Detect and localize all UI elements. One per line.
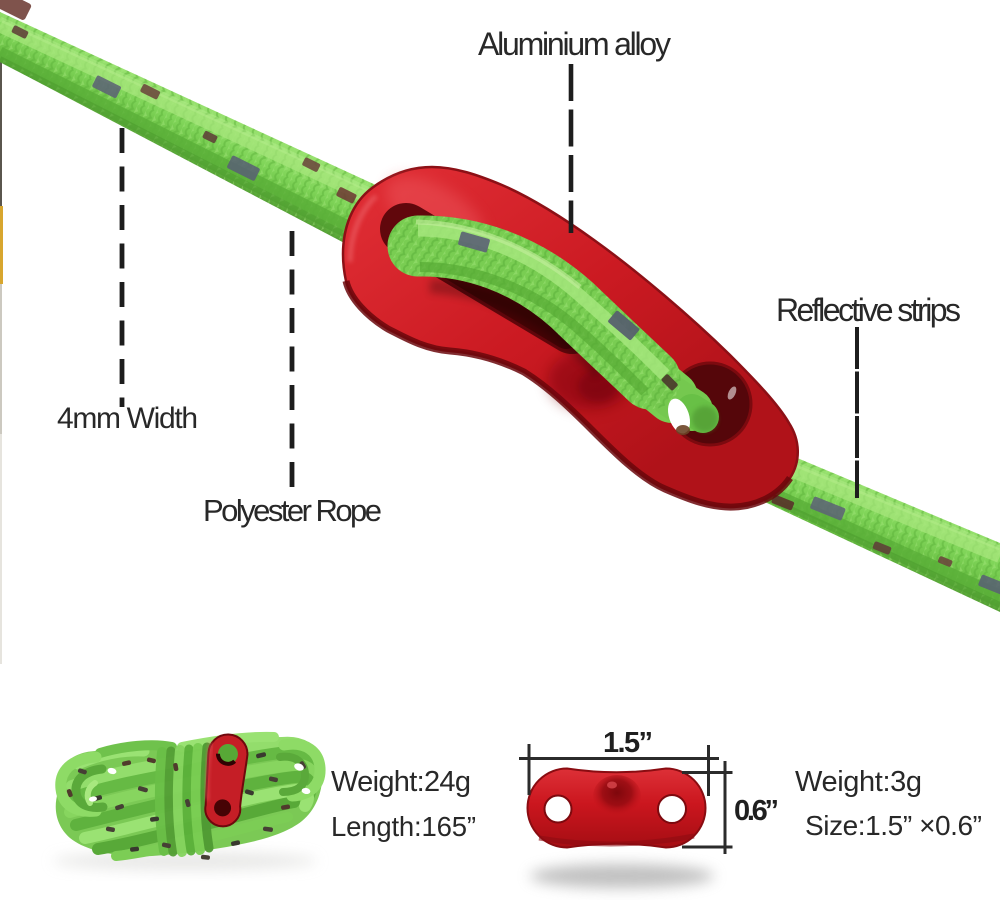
svg-text:Reflective strips: Reflective strips: [776, 292, 961, 328]
svg-text:4mm Width: 4mm Width: [57, 402, 198, 435]
svg-text:1.5”: 1.5”: [603, 727, 653, 759]
svg-text:Polyester Rope: Polyester Rope: [203, 493, 382, 528]
svg-text:0.6”: 0.6”: [734, 795, 779, 827]
svg-text:Weight:24g: Weight:24g: [331, 766, 471, 798]
svg-text:Weight:3g: Weight:3g: [795, 766, 922, 798]
svg-text:Size:1.5” ×0.6”: Size:1.5” ×0.6”: [805, 810, 982, 841]
svg-text:Length:165”: Length:165”: [331, 811, 476, 842]
svg-text:Aluminium alloy: Aluminium alloy: [478, 26, 671, 62]
